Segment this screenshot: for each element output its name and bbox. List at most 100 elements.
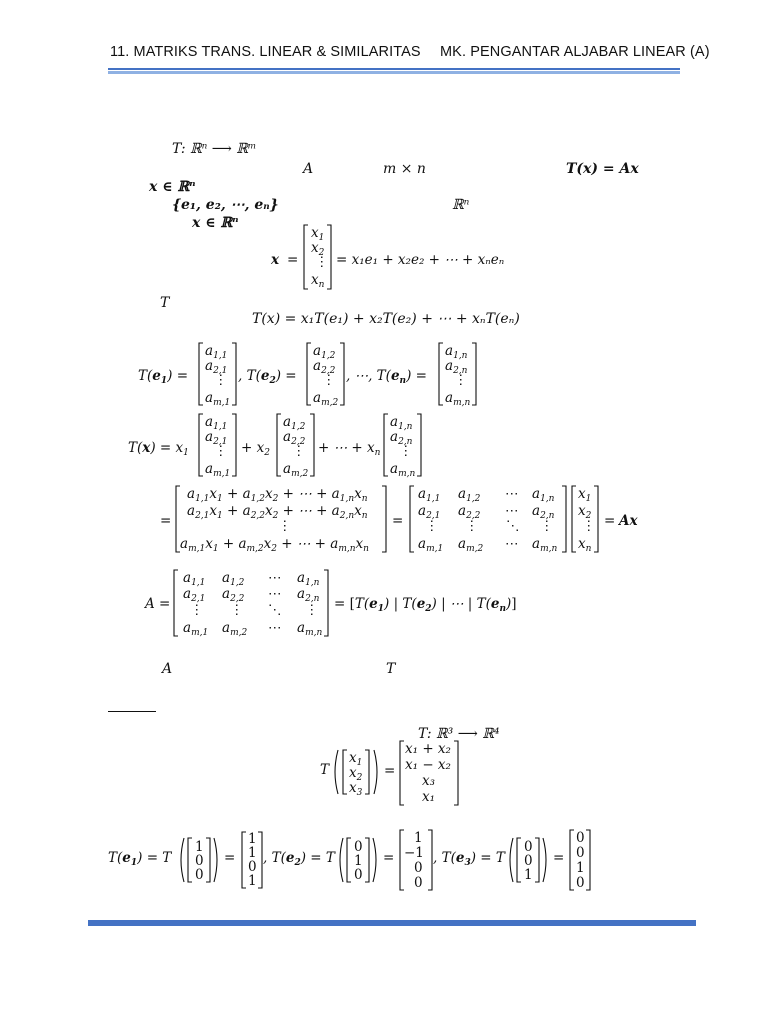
svg-text:⋮: ⋮ — [214, 372, 228, 388]
formula-basis-text: {e₁, e₂, ⋯, eₙ} — [172, 197, 279, 213]
section-divider — [108, 711, 156, 712]
formula-x-in-rn-text: x ∈ ℝⁿ — [149, 179, 196, 195]
svg-text:⋮: ⋮ — [305, 602, 319, 618]
formula-a: A — [303, 161, 314, 177]
svg-text:T(x) = x1: T(x) = x1 — [128, 440, 189, 458]
svg-text:⋯: ⋯ — [505, 486, 519, 502]
svg-text:a1,1: a1,1 — [418, 486, 440, 504]
svg-text:a1,2: a1,2 — [458, 486, 481, 504]
formula-t-linearity: T(x) = x₁T(e₁) + x₂T(e₂) + ⋯ + xₙT(eₙ) — [252, 311, 520, 327]
svg-text:am,2: am,2 — [283, 461, 308, 479]
svg-text:⋮: ⋮ — [190, 602, 204, 618]
formula-rn: ℝⁿ — [452, 197, 470, 213]
svg-text:T: T — [320, 762, 330, 778]
svg-text:, T(e2) = T: , T(e2) = T — [263, 850, 336, 868]
svg-text:0: 0 — [195, 867, 204, 883]
svg-text:am,n: am,n — [297, 620, 322, 638]
formula-x-in-rn: x ∈ ℝⁿ — [149, 180, 196, 194]
eq-example-t: T x1 x2 x3 = x₁ + x₂ x₁ − x₂ x₃ x₁ — [320, 740, 459, 806]
svg-text:⋮: ⋮ — [425, 518, 439, 534]
svg-text:0: 0 — [524, 853, 533, 869]
eq-a-definition: A = a1,1 a1,2 ⋯ a1,n a2,1 a2,2 ⋯ a2,n ⋮ … — [143, 569, 517, 638]
svg-text:⋮: ⋮ — [465, 518, 479, 534]
svg-text:, ⋯, T(en) =: , ⋯, T(en) = — [346, 368, 427, 386]
eq-columns-definition: T(e1) = a1,1 a2,1 ⋮ am,1 , T(e2) = a1,2 … — [138, 342, 477, 408]
svg-text:1: 1 — [195, 839, 204, 855]
svg-text:= [T(e1) | T(e2) | ⋯ | T(en)]: = [T(e1) | T(e2) | ⋯ | T(en)] — [334, 596, 517, 614]
svg-text:xn: xn — [578, 536, 592, 554]
svg-text:⋮: ⋮ — [454, 372, 468, 388]
svg-text:am,n: am,n — [532, 536, 557, 554]
footer-rule — [88, 920, 696, 926]
svg-text:=: = — [224, 850, 235, 866]
svg-text:+ x2: + x2 — [241, 440, 270, 458]
formula-m-by-n: m × n — [383, 161, 426, 177]
formula-t-label: T — [160, 295, 170, 311]
svg-text:am,1x1 + am,2x2 + ⋯ + am,nxn: am,1x1 + am,2x2 + ⋯ + am,nxn — [180, 536, 369, 554]
svg-text:Ax: Ax — [617, 513, 638, 529]
svg-text:=: = — [384, 763, 395, 779]
eq-tx-combination: T(x) = x1 a1,1 a2,1 ⋮ am,1 + x2 a1,2 a2,… — [128, 413, 422, 479]
svg-text:⋮: ⋮ — [315, 254, 329, 270]
svg-text:T(e1) =: T(e1) = — [138, 368, 188, 386]
svg-text:⋱: ⋱ — [268, 602, 282, 618]
formula-t-map: T: ℝⁿ ⟶ ℝᵐ — [172, 141, 257, 157]
svg-text:am,1: am,1 — [183, 620, 208, 638]
formula-basis: {e₁, e₂, ⋯, eₙ} — [172, 198, 279, 212]
svg-text:0: 0 — [248, 859, 257, 875]
svg-text:⋮: ⋮ — [540, 518, 554, 534]
svg-text:x1: x1 — [578, 486, 591, 504]
header-right: MK. PENGANTAR ALJABAR LINEAR (A) — [440, 44, 710, 60]
svg-text:⋮: ⋮ — [230, 602, 244, 618]
formula-example-map: T: ℝ³ ⟶ ℝ⁴ — [418, 726, 500, 742]
svg-text:0: 0 — [576, 830, 585, 846]
svg-text:⋱: ⋱ — [506, 518, 520, 534]
svg-text:1: 1 — [248, 873, 257, 889]
eq-example-columns: T(e1) = T 1 0 0 = 1 1 0 1 , T(e2) = T 0 … — [108, 829, 591, 891]
svg-text:0: 0 — [576, 845, 585, 861]
svg-text:=: = — [553, 850, 564, 866]
svg-text:⋮: ⋮ — [322, 372, 336, 388]
svg-text:⋯: ⋯ — [268, 586, 282, 602]
svg-text:, T(e3) = T: , T(e3) = T — [433, 850, 506, 868]
example-row-4: x₁ — [422, 789, 435, 805]
svg-text:1: 1 — [576, 860, 585, 876]
eq-x-expansion-rhs: = x₁e₁ + x₂e₂ + ⋯ + xₙeₙ — [336, 252, 504, 268]
header-rule-thin — [108, 68, 680, 70]
svg-text:=: = — [287, 252, 298, 268]
header-rule-thick — [108, 71, 680, 74]
svg-text:0: 0 — [414, 875, 423, 891]
svg-text:−1: −1 — [404, 845, 424, 861]
svg-text:T(e1) = T: T(e1) = T — [108, 850, 172, 868]
svg-text:am,1: am,1 — [205, 390, 230, 408]
svg-text:=: = — [604, 513, 615, 529]
svg-text:⋯: ⋯ — [268, 570, 282, 586]
svg-text:⋮: ⋮ — [399, 443, 413, 459]
svg-text:⋮: ⋮ — [582, 518, 596, 534]
svg-text:1: 1 — [248, 831, 257, 847]
formula-x-in-rn-2: x ∈ ℝⁿ — [192, 216, 239, 230]
formula-t-label-2: T — [386, 661, 396, 677]
svg-text:am,1: am,1 — [418, 536, 443, 554]
svg-text:A =: A = — [143, 596, 170, 612]
svg-text:am,n: am,n — [445, 390, 470, 408]
svg-text:⋮: ⋮ — [278, 518, 292, 534]
example-row-1: x₁ + x₂ — [405, 741, 451, 757]
svg-text:+ ⋯ + xn: + ⋯ + xn — [318, 440, 381, 458]
formula-tx-ax: T(x) = Ax — [566, 162, 639, 176]
svg-text:am,1: am,1 — [205, 461, 230, 479]
svg-text:0: 0 — [414, 860, 423, 876]
svg-text:0: 0 — [354, 867, 363, 883]
svg-text:am,2: am,2 — [222, 620, 247, 638]
svg-text:⋮: ⋮ — [214, 443, 228, 459]
svg-text:⋯: ⋯ — [268, 620, 282, 636]
svg-text:a2,1x1 + a2,2x2 + ⋯ + a2,nxn: a2,1x1 + a2,2x2 + ⋯ + a2,nxn — [187, 503, 368, 521]
svg-text:0: 0 — [524, 839, 533, 855]
svg-text:am,n: am,n — [390, 461, 415, 479]
formula-tx-ax-text: T(x) = Ax — [566, 161, 639, 177]
svg-text:x: x — [270, 252, 280, 268]
header-left: 11. MATRIKS TRANS. LINEAR & SIMILARITAS — [110, 44, 421, 60]
svg-text:=: = — [392, 513, 403, 529]
svg-text:=: = — [160, 513, 171, 529]
